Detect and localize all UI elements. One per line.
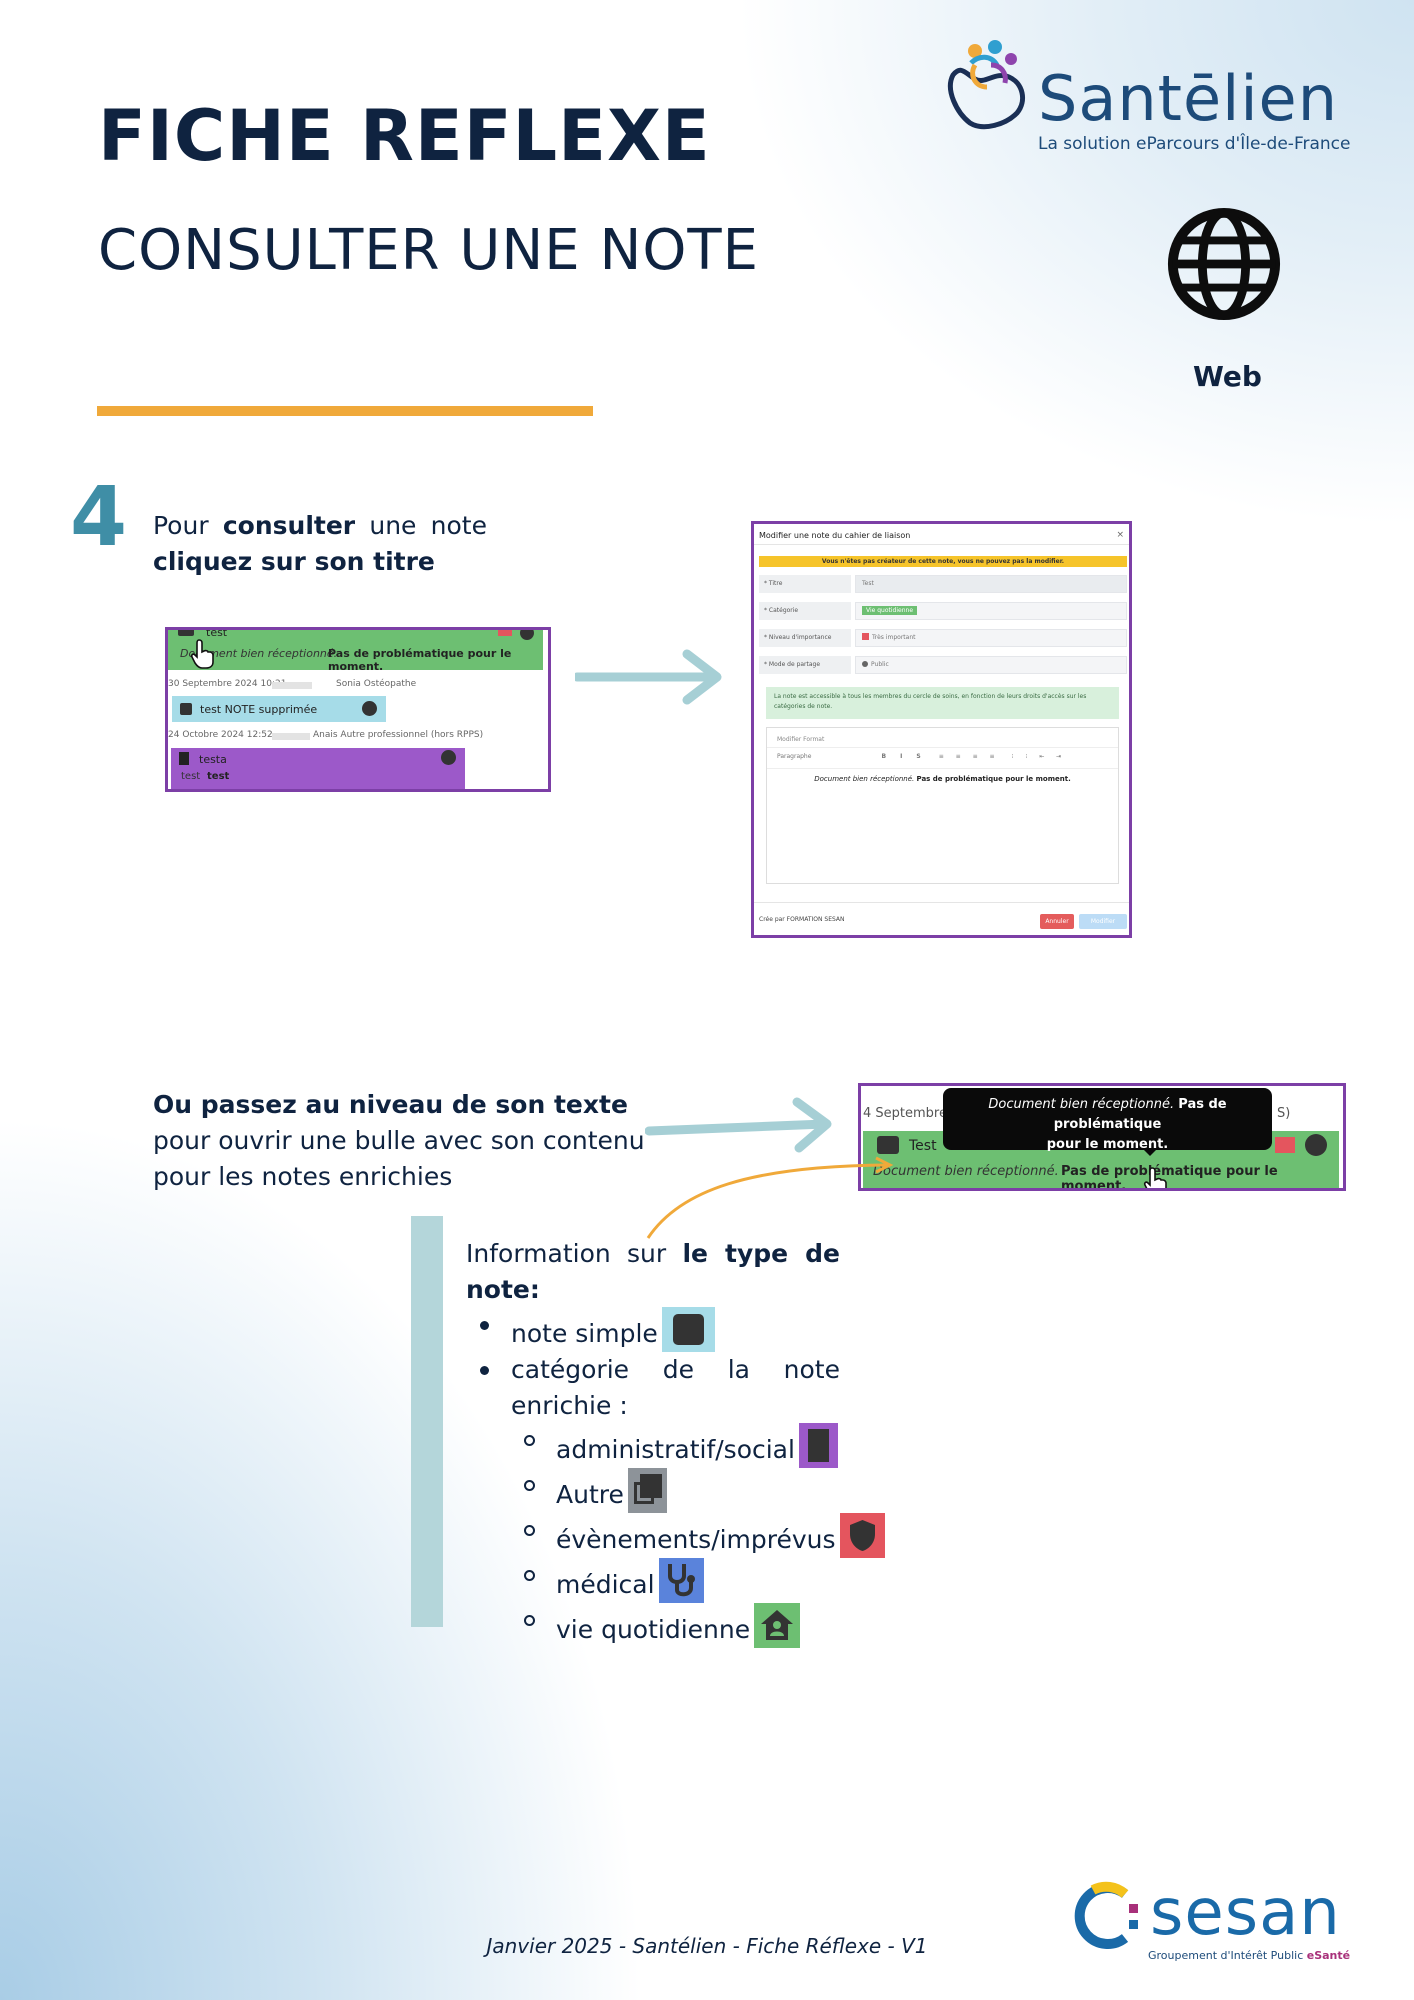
document-icon — [179, 752, 189, 765]
note-title[interactable]: test — [206, 627, 228, 639]
globe-icon — [441, 750, 456, 765]
note-type-info: Information sur le type de note: note si… — [466, 1236, 885, 1648]
list-item: vie quotidienne — [466, 1603, 840, 1648]
shield-icon — [839, 1513, 885, 1558]
globe-icon — [862, 661, 868, 667]
note-author: Anais Autre professionnel (hors RPPS) — [313, 730, 484, 740]
field-importance[interactable]: * Niveau d'importance Très important — [759, 629, 1127, 647]
list-item: évènements/imprévus — [466, 1513, 885, 1558]
flag-icon — [1275, 1137, 1295, 1153]
note-title[interactable]: testa — [199, 753, 227, 766]
field-title: * Titre Test — [759, 575, 1127, 593]
curved-arrow-icon — [646, 1156, 894, 1239]
document-icon — [798, 1423, 838, 1468]
tooltip-pointer — [1142, 1148, 1158, 1156]
cancel-button[interactable]: Annuler — [1040, 914, 1074, 929]
list-item: médical — [466, 1558, 840, 1603]
santelien-logo-icon — [947, 40, 1026, 130]
sesan-logo-name: sesan — [1150, 1876, 1341, 1950]
list-item: Autre — [466, 1468, 840, 1513]
redacted-name — [272, 682, 312, 689]
note-card-purple[interactable]: testa test test — [171, 748, 465, 789]
globe-icon — [362, 701, 377, 716]
list-item: catégorie de la note enrichie : — [466, 1352, 840, 1423]
editor-menu[interactable]: Modifier Format — [777, 736, 825, 743]
logo-tagline: La solution eParcours d'Île-de-France — [1038, 134, 1351, 154]
note-meta: 4 Septembre 20 — [863, 1106, 968, 1121]
warning-banner: Vous n'êtes pas créateur de cette note, … — [759, 556, 1127, 567]
note-content-bold: test — [207, 771, 230, 782]
field-category[interactable]: * Catégorie Vie quotidienne — [759, 602, 1127, 620]
arrow-right-icon — [575, 649, 722, 705]
created-by: Crée par FORMATION SESAN — [759, 916, 845, 923]
edit-button[interactable]: Modifier — [1079, 914, 1127, 929]
sesan-tagline: Groupement d'Intérêt Public eSanté — [1148, 1949, 1351, 1962]
logo-name: Santēlien — [1038, 62, 1338, 135]
note-content: test — [181, 771, 201, 782]
edit-note-modal-screenshot: Modifier une note du cahier de liaison ×… — [751, 521, 1132, 938]
arrow-right-icon — [645, 1097, 832, 1153]
page-subtitle: CONSULTER UNE NOTE — [98, 218, 760, 283]
list-item: administratif/social — [466, 1423, 840, 1468]
sesan-logo-icon — [1074, 1881, 1138, 1949]
note-card-simple[interactable]: test NOTE supprimée — [172, 696, 386, 722]
list-item: note simple — [466, 1307, 840, 1352]
globe-icon — [1305, 1134, 1327, 1156]
flag-icon — [498, 630, 512, 636]
hand-cursor-icon — [1143, 1167, 1167, 1188]
footer-text: Janvier 2025 - Santélien - Fiche Réflexe… — [486, 1934, 928, 1958]
note-content: Document bien réceptionné. — [180, 647, 338, 660]
category-badge: Vie quotidienne — [862, 606, 918, 615]
title-divider — [97, 406, 593, 416]
note-meta: 24 Octobre 2024 12:52 - — [168, 730, 279, 740]
close-icon[interactable]: × — [1116, 530, 1124, 540]
note-content[interactable]: Document bien réceptionné. — [873, 1164, 1059, 1179]
note-meta: S) — [1277, 1106, 1291, 1121]
page-title: FICHE REFLEXE — [98, 95, 711, 177]
editor-content[interactable]: Document bien réceptionné. Pas de problé… — [814, 775, 1071, 783]
flag-icon — [862, 633, 869, 640]
stethoscope-icon — [658, 1558, 704, 1603]
globe-icon — [1167, 207, 1281, 321]
platform-label: Web — [1193, 360, 1262, 393]
add-copy-icon — [627, 1468, 667, 1513]
hover-instruction: Ou passez au niveau de son texte pour ou… — [153, 1090, 645, 1191]
note-content-bold[interactable]: Pas de problématique pour le moment. — [1061, 1164, 1278, 1191]
sharing-info: La note est accessible à tous les membre… — [766, 687, 1119, 719]
info-side-bar — [411, 1216, 443, 1627]
note-list-screenshot: test Document bien réceptionné. Pas de p… — [165, 627, 551, 792]
home-person-icon — [877, 1136, 899, 1154]
field-sharing[interactable]: * Mode de partage Public — [759, 656, 1127, 674]
note-author: Sonia Ostéopathe — [336, 679, 417, 689]
step-number: 4 — [70, 470, 128, 565]
note-meta: 30 Septembre 2024 10:21 - — [168, 679, 293, 689]
note-title[interactable]: test NOTE supprimée — [200, 703, 318, 716]
globe-icon — [520, 630, 534, 640]
note-card-green[interactable]: test Document bien réceptionné. Pas de p… — [168, 627, 543, 673]
redacted-name — [272, 733, 310, 740]
sticky-note-icon — [180, 703, 192, 715]
note-content-bold: Pas de problématique pour le moment. — [328, 647, 512, 673]
step-instruction: Pour consulter une note cliquez sur son … — [153, 511, 487, 576]
tooltip-screenshot: 4 Septembre 20 S) Test Document bien réc… — [858, 1083, 1346, 1191]
hand-cursor-icon — [190, 639, 214, 669]
home-person-icon — [178, 630, 194, 636]
content-tooltip: Document bien réceptionné. Pas de problé… — [943, 1088, 1272, 1152]
sticky-note-icon — [661, 1307, 715, 1352]
note-title[interactable]: Test — [909, 1138, 937, 1154]
modal-title: Modifier une note du cahier de liaison — [759, 531, 911, 540]
home-person-icon — [754, 1603, 801, 1648]
